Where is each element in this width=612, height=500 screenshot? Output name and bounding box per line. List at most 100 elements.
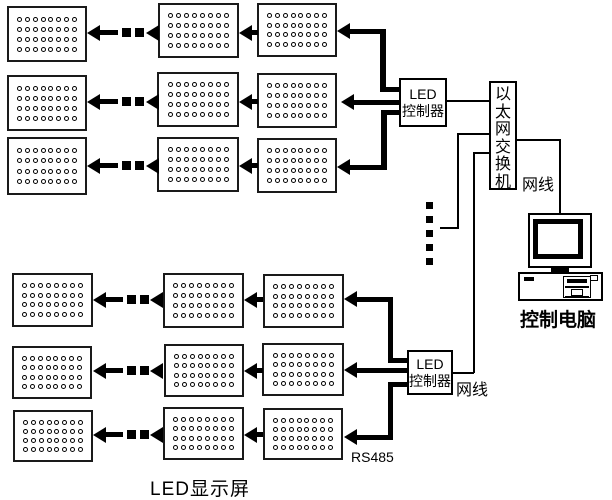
led-dot — [275, 112, 281, 118]
led-dot — [273, 427, 279, 432]
led-dot — [189, 312, 195, 318]
led-dot — [228, 372, 234, 378]
led-dot — [48, 158, 54, 164]
continuation-dots — [122, 28, 131, 37]
led-dot — [215, 166, 221, 172]
arrow-left-icon — [146, 158, 159, 174]
cable-segment — [99, 30, 118, 35]
led-dot — [204, 426, 210, 432]
case-power-button — [590, 275, 598, 281]
led-dot — [275, 13, 281, 19]
led-dot — [281, 418, 287, 423]
led-dot — [304, 362, 310, 368]
led-dot — [306, 93, 312, 99]
led-dot — [319, 436, 325, 441]
led-dot — [32, 46, 38, 52]
led-dot — [290, 167, 296, 173]
led-dot — [191, 176, 197, 182]
led-panel — [158, 3, 239, 58]
led-dot — [328, 362, 334, 368]
led-dot — [48, 16, 54, 22]
led-dot — [40, 16, 46, 22]
led-dot — [306, 167, 312, 173]
led-dot — [46, 447, 52, 452]
led-dot — [69, 302, 75, 308]
led-dot — [46, 438, 52, 443]
led-dot — [38, 302, 44, 308]
led-dot — [71, 36, 77, 42]
led-dot — [56, 16, 62, 22]
led-dot — [312, 427, 318, 432]
led-dot — [289, 303, 295, 309]
led-dot — [63, 115, 69, 121]
led-dot — [22, 365, 28, 371]
led-dot — [199, 157, 205, 163]
led-dot — [189, 435, 195, 441]
led-dot — [220, 381, 226, 387]
led-dot — [38, 447, 44, 452]
led-dot — [199, 147, 205, 153]
led-dot — [22, 283, 28, 289]
led-dot — [306, 177, 312, 183]
led-dot — [167, 101, 173, 107]
led-dot — [63, 147, 69, 153]
led-dot — [173, 426, 179, 432]
led-dot — [313, 32, 319, 38]
led-dot — [32, 115, 38, 121]
led-dot — [176, 42, 182, 48]
led-dot — [282, 148, 288, 154]
arrow-left-icon — [239, 25, 252, 41]
led-dot — [304, 371, 310, 377]
led-dot — [25, 46, 31, 52]
led-dot — [282, 22, 288, 28]
led-dot — [297, 312, 303, 318]
led-dot — [321, 158, 327, 164]
led-dot — [321, 41, 327, 47]
cable-segment — [353, 100, 401, 105]
led-dot — [23, 447, 29, 452]
led-dot — [17, 16, 23, 22]
led-dot — [281, 436, 287, 441]
led-panel — [157, 72, 239, 127]
led-dot — [207, 13, 213, 19]
led-dot — [189, 381, 195, 387]
led-dot — [199, 166, 205, 172]
led-dot — [321, 93, 327, 99]
led-dot — [32, 16, 38, 22]
led-dot — [312, 380, 318, 386]
led-dot — [175, 101, 181, 107]
led-dot — [228, 417, 234, 423]
led-dot — [69, 420, 75, 425]
continuation-dots — [140, 366, 149, 375]
led-dot — [56, 26, 62, 32]
arrow-left-icon — [150, 363, 163, 379]
led-panel — [12, 346, 92, 399]
led-dot — [53, 283, 59, 289]
led-dot — [77, 302, 83, 308]
led-dot — [17, 36, 23, 42]
led-dot — [328, 284, 334, 290]
led-dot — [197, 381, 203, 387]
led-dot — [212, 426, 218, 432]
led-dot — [22, 383, 28, 389]
monitor-stand — [551, 267, 569, 272]
led-dot — [272, 380, 278, 386]
led-dot — [273, 284, 279, 290]
led-dot — [207, 111, 213, 117]
led-dot — [275, 22, 281, 28]
led-dot — [282, 13, 288, 19]
led-dot — [46, 311, 52, 317]
led-dot — [71, 179, 77, 185]
led-dot — [223, 101, 229, 107]
led-dot — [56, 95, 62, 101]
led-dot — [320, 353, 326, 359]
led-dot — [48, 26, 54, 32]
led-dot — [192, 42, 198, 48]
led-dot — [40, 85, 46, 91]
led-dot — [183, 166, 189, 172]
led-dot — [61, 365, 67, 371]
led-dot — [204, 293, 210, 299]
led-dot — [207, 42, 213, 48]
led-dot — [189, 426, 195, 432]
arrow-left-icon — [87, 25, 100, 41]
